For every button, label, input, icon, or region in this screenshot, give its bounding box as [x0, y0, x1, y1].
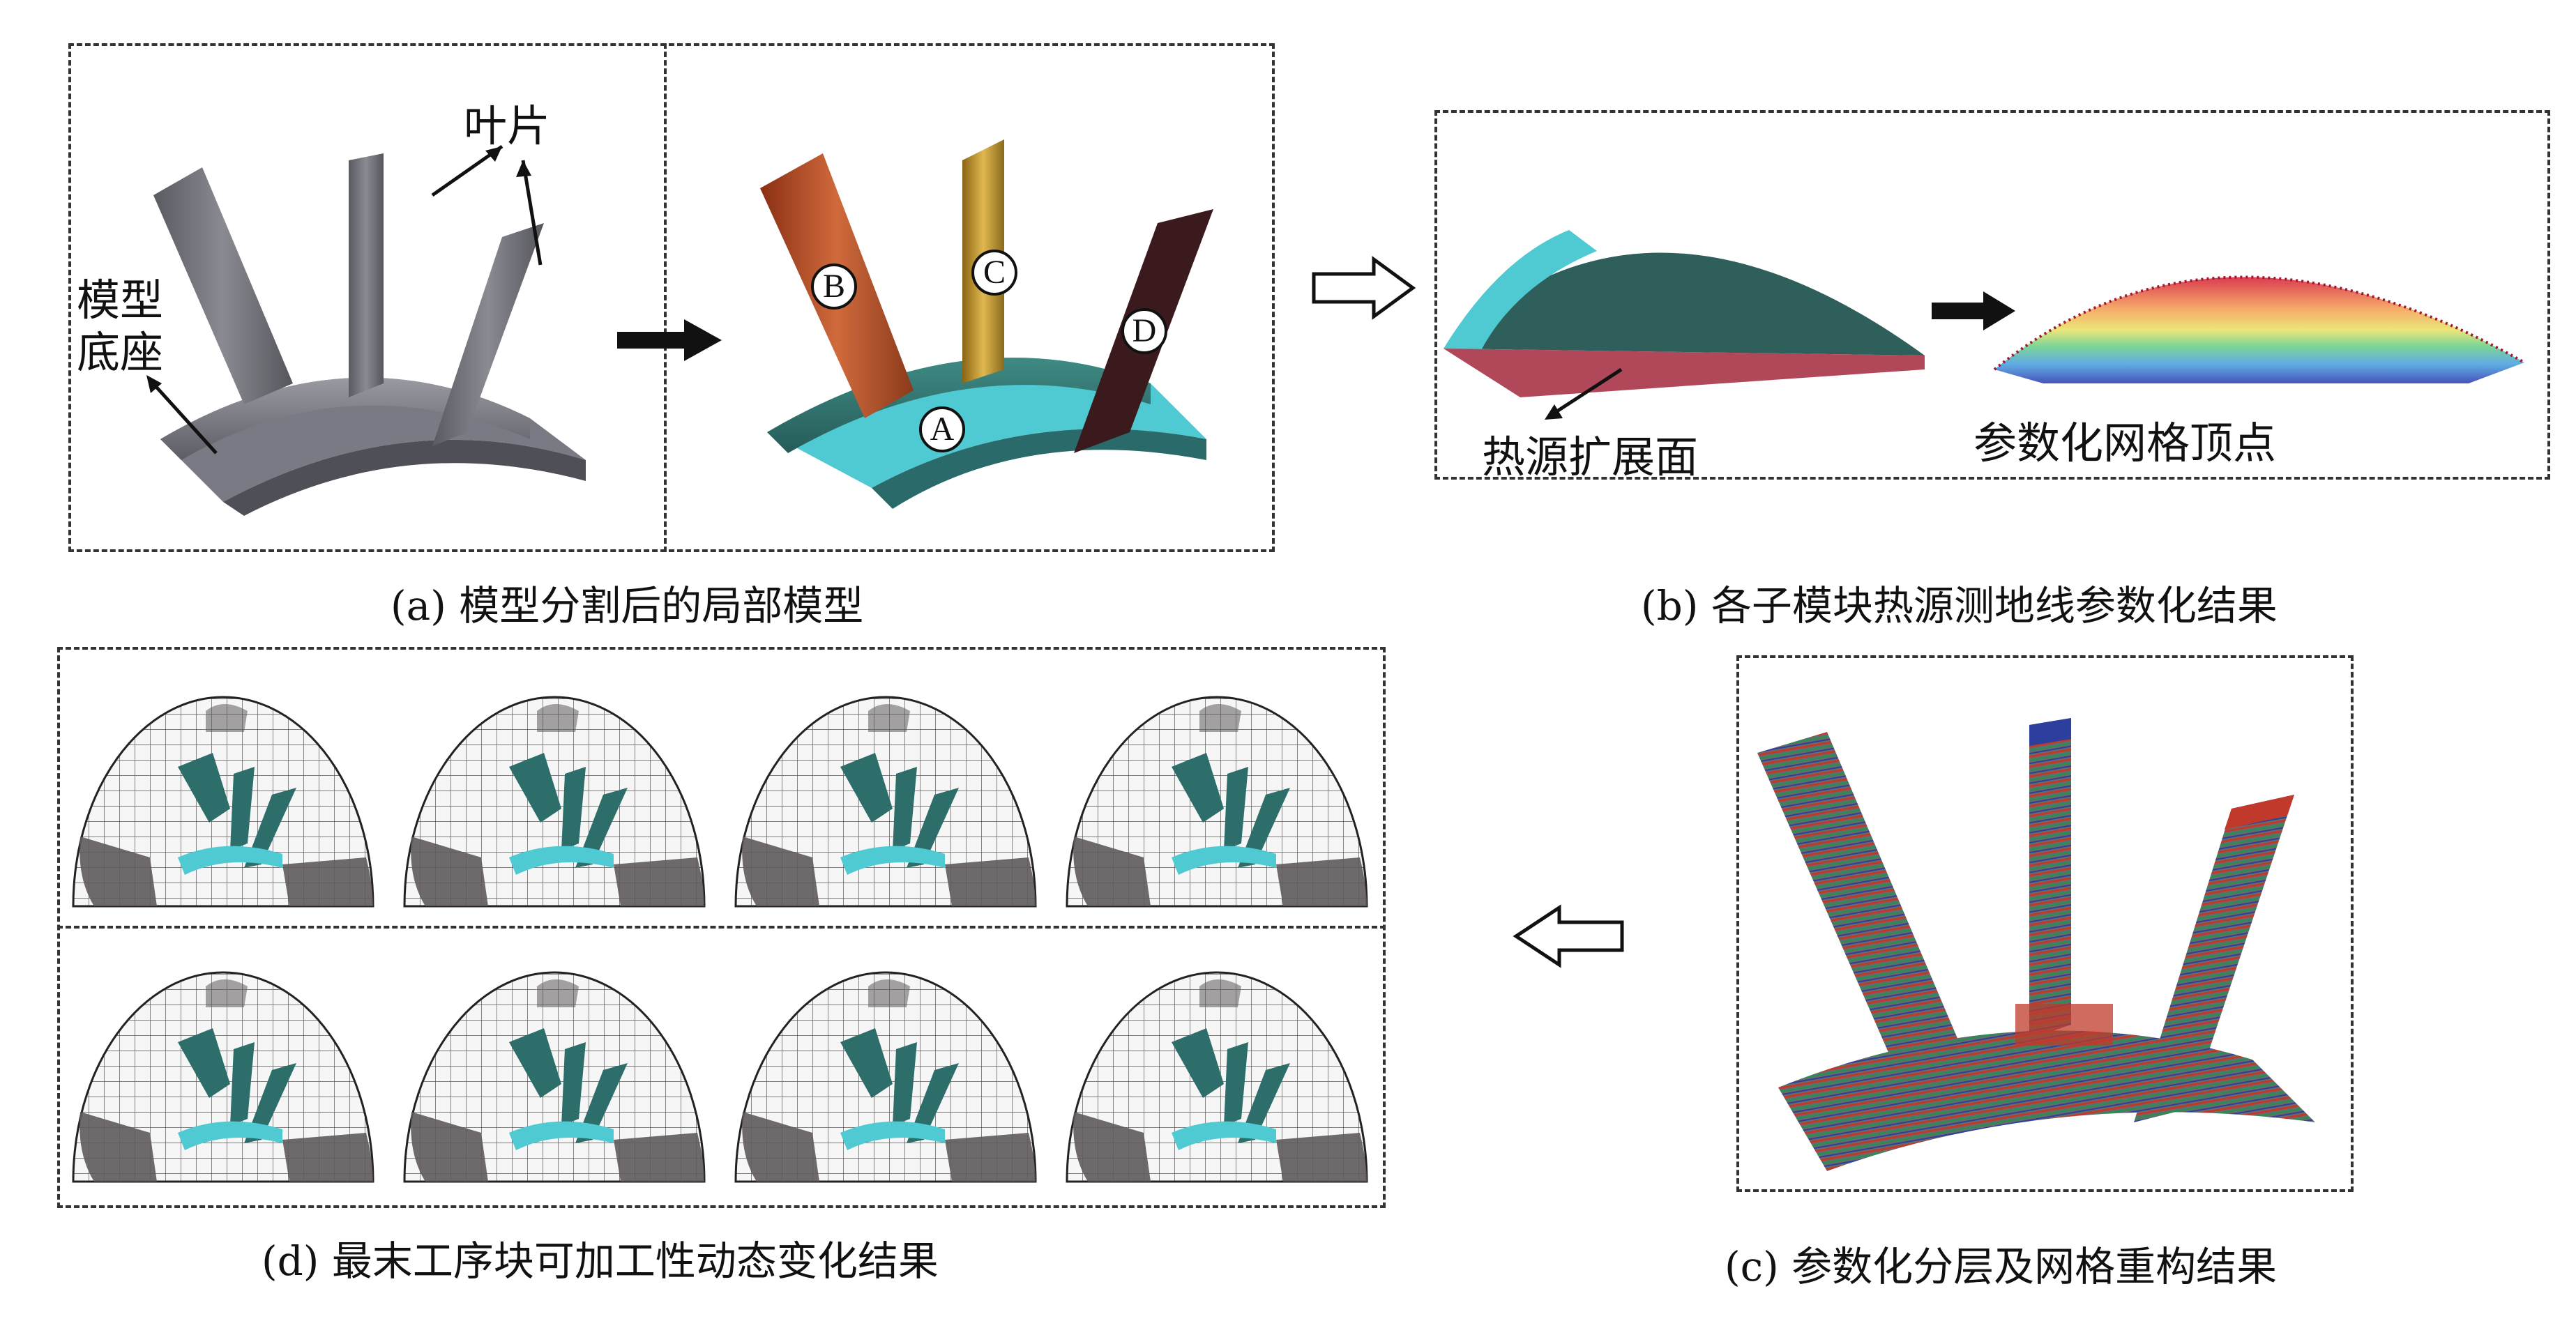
original-model-illustration	[153, 153, 586, 516]
base-label-line2: 底座	[77, 327, 164, 378]
part-a-marker: A	[919, 406, 965, 452]
arrow-c-to-d	[1513, 904, 1624, 968]
part-d-marker: D	[1121, 308, 1167, 354]
vertices-label: 参数化网格顶点	[1973, 418, 2277, 468]
caption-c: (c) 参数化分层及网格重构结果	[1725, 1243, 2278, 1290]
panel-a-frame	[68, 43, 1275, 552]
caption-b: (b) 各子模块热源测地线参数化结果	[1641, 582, 2278, 629]
blade-label: 叶片	[464, 100, 551, 151]
segmented-model-illustration	[760, 139, 1213, 509]
arrow-a-to-b	[1312, 256, 1416, 320]
heat-face-label: 热源扩展面	[1482, 432, 1699, 482]
panel-d-divider	[57, 926, 1386, 929]
arrow-b-right	[1932, 291, 2015, 330]
heat-face-pointer-arrow	[1545, 367, 1623, 420]
machinability-domes-grid	[72, 696, 1368, 1183]
layered-mesh-illustration	[1757, 718, 2315, 1171]
base-pointer-arrow	[146, 375, 218, 455]
panel-a-divider	[664, 43, 667, 552]
parameterized-vertices-illustration	[1993, 275, 2525, 383]
panel-b-frame	[1434, 110, 2550, 480]
arrow-a-right	[617, 319, 722, 361]
blade-pointer-arrows	[431, 144, 543, 266]
part-b-marker: B	[811, 264, 857, 310]
part-c-marker: C	[971, 250, 1017, 296]
panel-c-frame	[1736, 655, 2354, 1192]
base-label-line1: 模型	[77, 275, 164, 326]
caption-d: (d) 最末工序块可加工性动态变化结果	[262, 1237, 939, 1285]
heat-source-surface-illustration	[1444, 230, 1925, 397]
caption-a: (a) 模型分割后的局部模型	[391, 582, 864, 629]
